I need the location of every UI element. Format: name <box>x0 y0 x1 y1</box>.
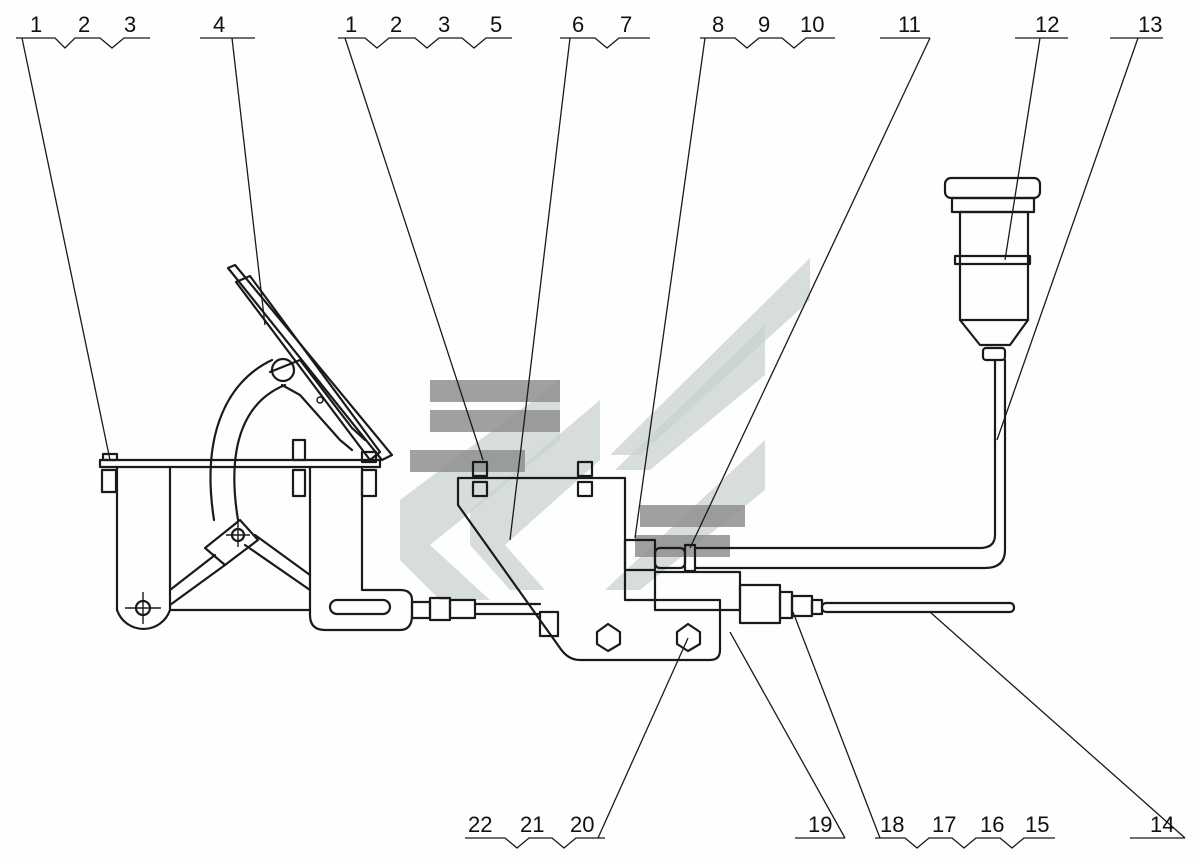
callout-4: 4 <box>213 12 225 37</box>
callout-13: 13 <box>1138 12 1162 37</box>
callout-3-mid: 3 <box>438 12 450 37</box>
pedal-assembly <box>98 263 542 632</box>
callout-5: 5 <box>490 12 502 37</box>
master-cylinder <box>623 358 1016 625</box>
callout-1-left: 1 <box>30 12 42 37</box>
callout-9: 9 <box>758 12 770 37</box>
callout-12: 12 <box>1035 12 1059 37</box>
callout-18: 18 <box>880 812 904 837</box>
callout-17: 17 <box>932 812 956 837</box>
callout-2-left: 2 <box>78 12 90 37</box>
callout-15: 15 <box>1025 812 1049 837</box>
callout-1-mid: 1 <box>345 12 357 37</box>
cylinder-bracket <box>456 460 722 662</box>
callout-6: 6 <box>572 12 584 37</box>
callout-10: 10 <box>800 12 824 37</box>
leader-lines <box>16 37 1186 849</box>
callout-21: 21 <box>520 812 544 837</box>
callout-3-left: 3 <box>124 12 136 37</box>
watermark-logo <box>400 258 810 600</box>
callout-2-mid: 2 <box>390 12 402 37</box>
callout-11: 11 <box>898 12 921 37</box>
callout-labels: 1 2 3 4 1 2 3 5 6 7 8 9 10 11 12 13 22 2… <box>30 12 1174 837</box>
callout-22: 22 <box>468 812 492 837</box>
callout-19: 19 <box>808 812 832 837</box>
callout-8: 8 <box>712 12 724 37</box>
callout-7: 7 <box>620 12 632 37</box>
callout-14: 14 <box>1150 812 1174 837</box>
reservoir <box>943 176 1042 362</box>
callout-16: 16 <box>980 812 1004 837</box>
callout-20: 20 <box>570 812 594 837</box>
